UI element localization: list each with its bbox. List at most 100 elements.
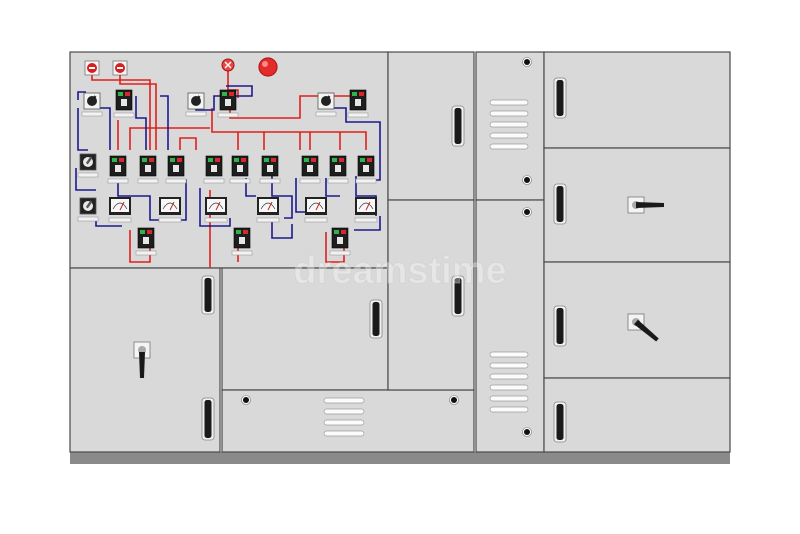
louver-slot — [323, 408, 365, 415]
door-handle[interactable] — [553, 77, 567, 119]
device-label-plate — [315, 111, 337, 117]
device-label-plate — [256, 217, 280, 223]
device-label-plate — [327, 178, 349, 184]
door-hardware — [133, 57, 664, 443]
device-label-plate — [108, 217, 132, 223]
door-handle[interactable] — [553, 183, 567, 225]
analog-meter — [158, 197, 182, 223]
door-column4-bottom[interactable] — [475, 199, 545, 453]
circuit-breaker-icon — [137, 227, 155, 249]
device-label-plate — [229, 178, 251, 184]
door-lower-middle[interactable] — [221, 267, 389, 391]
louver-slot — [489, 406, 529, 413]
isolator-handle-icon — [627, 313, 659, 342]
isolator-switch[interactable] — [133, 341, 151, 378]
rotary-selector-switch[interactable] — [315, 92, 337, 117]
door-handle[interactable] — [553, 305, 567, 347]
door-lock[interactable] — [241, 395, 251, 405]
circuit-breaker[interactable] — [165, 155, 187, 184]
circuit-breaker[interactable] — [229, 155, 251, 184]
door-lock-icon — [522, 175, 532, 185]
door-handle[interactable] — [369, 299, 383, 339]
emergency-stop-button[interactable] — [112, 60, 128, 76]
wire — [195, 85, 253, 111]
door-lock[interactable] — [522, 427, 532, 437]
wire — [117, 182, 160, 221]
device-label-plate — [299, 178, 321, 184]
door-handle-icon — [201, 275, 215, 315]
door-right-1[interactable] — [543, 51, 731, 149]
door-handle[interactable] — [201, 397, 215, 441]
analog-meter — [354, 197, 378, 223]
device-label-plate — [259, 178, 281, 184]
analog-meter — [204, 197, 228, 223]
circuit-breaker-icon — [301, 155, 319, 177]
device-label-plate — [158, 217, 182, 223]
device-label-plate — [77, 172, 99, 178]
circuit-breaker[interactable] — [231, 227, 253, 256]
device-label-plate — [354, 217, 378, 223]
indicator-lamp-icon — [258, 57, 278, 77]
circuit-breaker[interactable] — [299, 155, 321, 184]
circuit-breaker-icon — [139, 155, 157, 177]
wire — [77, 91, 86, 100]
louver-slot — [489, 362, 529, 369]
circuit-breaker[interactable] — [113, 89, 135, 118]
louver-slot — [323, 430, 365, 437]
door-handle-icon — [451, 105, 465, 147]
circuit-breaker-icon — [261, 155, 279, 177]
analog-meter — [304, 197, 328, 223]
louver-vent-icon — [323, 397, 365, 437]
circuit-breaker[interactable] — [355, 155, 377, 184]
door-lock[interactable] — [522, 175, 532, 185]
device-label-plate — [135, 250, 157, 256]
door-handle[interactable] — [451, 105, 465, 147]
wire — [325, 178, 340, 197]
rotary-selector-switch[interactable] — [185, 92, 207, 117]
rotary-selector-switch[interactable] — [81, 92, 103, 117]
circuit-breaker-icon — [357, 155, 375, 177]
door-lock[interactable] — [522, 57, 532, 67]
device-label-plate — [77, 216, 99, 222]
wire — [135, 96, 147, 150]
emergency-stop-button[interactable] — [84, 60, 100, 76]
louver-slot — [323, 419, 365, 426]
wire — [245, 178, 256, 197]
wire — [77, 108, 88, 151]
door-lock[interactable] — [449, 395, 459, 405]
circuit-breaker[interactable] — [217, 89, 239, 118]
rotary-selector-switch[interactable] — [77, 153, 99, 178]
circuit-breaker[interactable] — [259, 155, 281, 184]
device-label-plate — [204, 217, 228, 223]
circuit-breaker[interactable] — [135, 227, 157, 256]
door-right-4[interactable] — [543, 377, 731, 453]
device-label-plate — [185, 111, 207, 117]
circuit-breaker[interactable] — [137, 155, 159, 184]
circuit-breaker[interactable] — [329, 227, 351, 256]
device-label-plate — [113, 112, 135, 118]
isolator-switch[interactable] — [627, 196, 664, 214]
circuit-breaker[interactable] — [107, 155, 129, 184]
circuit-breaker-icon — [115, 89, 133, 111]
door-handle[interactable] — [451, 275, 465, 317]
indicator-lamp-icon — [221, 58, 235, 72]
louver-vent-icon — [489, 99, 529, 150]
isolator-switch[interactable] — [627, 313, 659, 342]
door-handle[interactable] — [201, 275, 215, 315]
circuit-breaker-icon — [329, 155, 347, 177]
circuit-breaker[interactable] — [203, 155, 225, 184]
door-lock[interactable] — [522, 207, 532, 217]
analog-meter-icon — [355, 197, 377, 215]
analog-meter-icon — [159, 197, 181, 215]
louver-slot — [489, 351, 529, 358]
door-lower-left[interactable] — [69, 267, 221, 453]
wire — [119, 68, 157, 150]
ventilation-louver — [323, 397, 365, 437]
door-handle[interactable] — [553, 401, 567, 443]
device-label-plate — [217, 112, 239, 118]
wire — [271, 176, 293, 219]
rotary-selector-switch[interactable] — [77, 197, 99, 222]
circuit-breaker[interactable] — [347, 89, 369, 118]
circuit-breaker[interactable] — [327, 155, 349, 184]
